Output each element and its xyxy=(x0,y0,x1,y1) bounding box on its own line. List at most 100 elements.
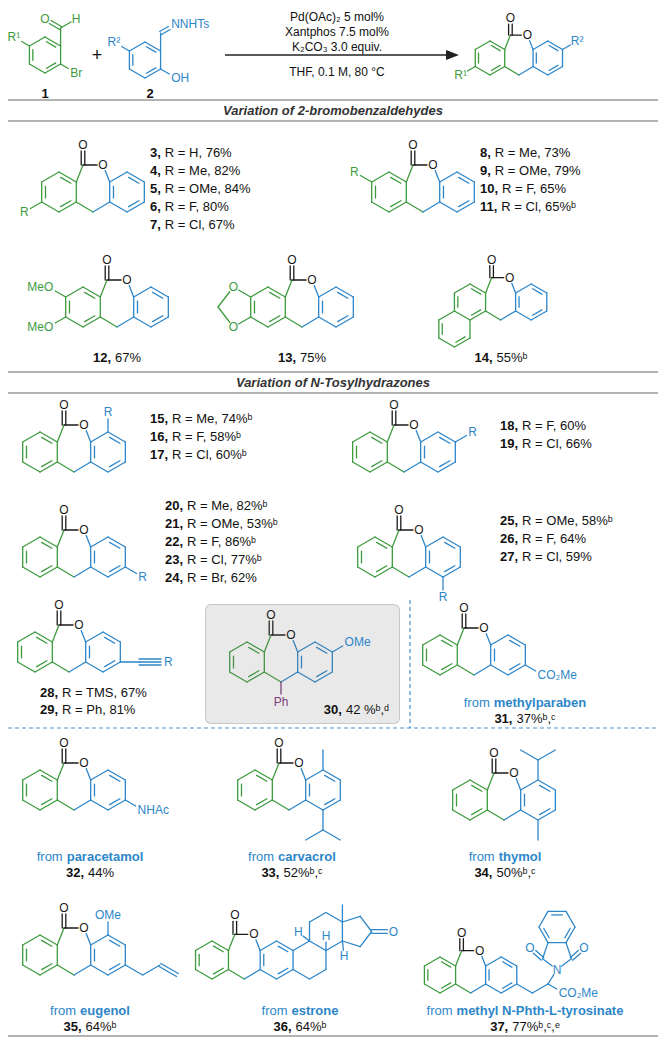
bond-line xyxy=(290,266,291,280)
bond-line xyxy=(322,750,323,770)
bond-line xyxy=(86,431,90,442)
bond-line xyxy=(61,22,71,28)
bond-line xyxy=(292,951,293,970)
bond-line xyxy=(488,970,489,981)
bond-line xyxy=(544,928,549,937)
bond-line xyxy=(302,317,319,327)
atom-label: NNHTs xyxy=(171,17,209,31)
atom-label: Ph xyxy=(274,695,289,709)
bond-line xyxy=(60,46,61,64)
bond-line xyxy=(42,964,52,970)
bond-line xyxy=(236,921,237,934)
bond-line xyxy=(86,769,90,780)
bond-line xyxy=(516,284,532,293)
bond-line xyxy=(161,69,170,74)
label-group: 33,52%ᵇ,ᶜ xyxy=(261,865,322,880)
bond-line xyxy=(353,297,354,317)
label-group: R xyxy=(138,570,147,584)
bond-line xyxy=(491,635,508,645)
bond-line xyxy=(323,830,340,840)
bond-line xyxy=(81,631,85,642)
bond-line xyxy=(392,411,393,425)
label-group: 3,R = H, 76% xyxy=(150,145,232,160)
compound-number: 6, xyxy=(150,199,161,214)
bond-line xyxy=(57,763,64,780)
bond-line xyxy=(485,293,486,311)
bond-line xyxy=(456,984,471,993)
bond-line xyxy=(145,69,161,78)
bond-line xyxy=(83,287,100,297)
bond-line xyxy=(45,186,46,198)
bond-line xyxy=(42,940,52,946)
bond-line xyxy=(490,41,505,50)
atom-label: O xyxy=(249,927,258,941)
bond-line xyxy=(57,567,74,577)
label-group: fromparacetamol xyxy=(37,849,144,864)
bond-line xyxy=(517,984,533,993)
bond-line xyxy=(521,810,538,820)
yield-text: 55%ᵇ xyxy=(497,350,528,365)
bond-line xyxy=(228,934,234,950)
bond-line xyxy=(214,968,224,974)
compound-number: 8, xyxy=(480,145,491,160)
bond-line xyxy=(81,151,82,165)
label-group: 2 xyxy=(146,86,153,101)
bond-line xyxy=(212,970,228,980)
yield-text: R = F, 86%ᵇ xyxy=(187,534,256,549)
bond-line xyxy=(74,567,91,577)
label-group: fromcarvacrol xyxy=(248,849,336,864)
bond-line xyxy=(425,547,426,567)
bond-line xyxy=(501,984,517,993)
atom-label: O xyxy=(389,925,398,939)
bond-line xyxy=(94,551,95,563)
bond-line xyxy=(486,984,502,993)
compound-number: 19, xyxy=(500,436,518,451)
bond-line xyxy=(90,547,91,567)
bond-line xyxy=(110,964,120,970)
label-group: CO₂Me xyxy=(538,668,577,682)
bond-line xyxy=(22,442,23,462)
bond-line xyxy=(319,287,336,297)
bond-line xyxy=(292,279,306,280)
bond-line xyxy=(392,530,399,547)
bond-line xyxy=(510,664,520,670)
bond-line xyxy=(110,775,120,781)
bond-line xyxy=(505,67,519,76)
bond-line xyxy=(439,338,455,347)
bond-line xyxy=(94,446,95,458)
bond-line xyxy=(306,830,323,840)
bond-line xyxy=(120,661,139,662)
bond-line xyxy=(42,799,52,805)
node-label: 30,42 %ᵇ,ᵈ xyxy=(324,702,389,717)
label-group: frommethyl N-Phth-L-tyrosinate xyxy=(427,1003,624,1018)
bond-line xyxy=(57,547,58,567)
bond-line xyxy=(120,642,121,662)
bond-line xyxy=(26,446,27,458)
bond-line xyxy=(486,957,502,966)
bond-line xyxy=(455,966,456,984)
label-group: H xyxy=(340,949,349,963)
bond-line xyxy=(562,959,572,966)
label-group: 36,64%ᵇ xyxy=(273,1019,326,1034)
bond-line xyxy=(129,201,139,207)
source-prefix: from xyxy=(427,1003,453,1018)
label-group: Pd(OAc)₂ 5 mol% xyxy=(290,10,384,24)
bond-line xyxy=(105,637,115,643)
label-group: R xyxy=(20,205,29,219)
bond-line xyxy=(110,461,120,467)
bond-line xyxy=(91,800,108,810)
bond-line xyxy=(69,662,86,672)
bond-line xyxy=(361,551,362,563)
bond-line xyxy=(93,202,110,212)
compound-number: 24, xyxy=(165,570,183,585)
bond-line xyxy=(26,551,27,563)
bond-line xyxy=(214,946,224,952)
bond-line xyxy=(91,432,108,442)
reaction-condition: K₂CO₃ 3.0 equiv. xyxy=(292,40,382,54)
bond-line xyxy=(516,311,532,320)
yield-text: R = Cl, 59% xyxy=(522,549,592,564)
yield-text: 75% xyxy=(300,350,326,365)
source-prefix: from xyxy=(50,1003,76,1018)
bond-line xyxy=(503,983,512,988)
bond-line xyxy=(452,790,453,810)
